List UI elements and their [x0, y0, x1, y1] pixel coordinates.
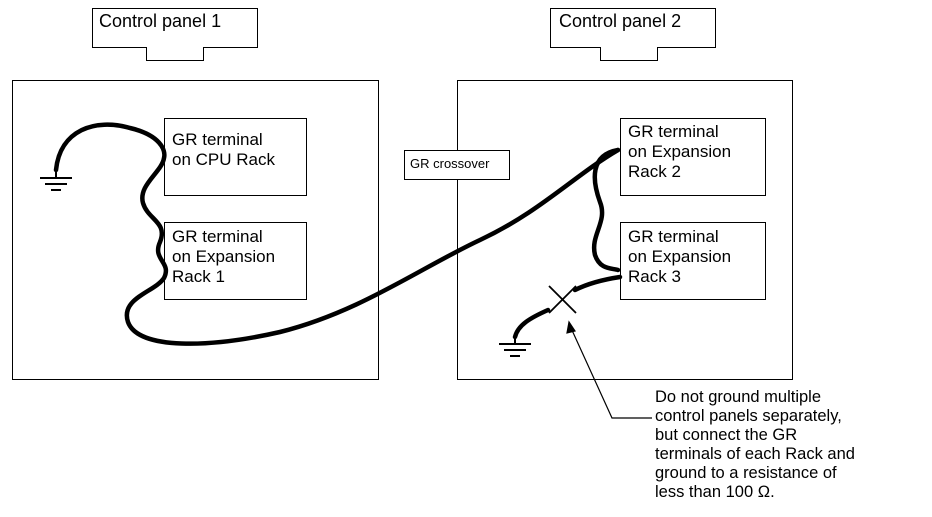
- control-panel-1-tab: [146, 47, 204, 61]
- gr-crossover-box: [404, 150, 510, 180]
- control-panel-2-label: Control panel 2: [559, 11, 682, 31]
- gr-terminal-expansion-rack-1-label: GR terminal on Expansion Rack 1: [172, 227, 276, 286]
- control-panel-1-label: Control panel 1: [99, 11, 222, 31]
- ground-icon: [499, 337, 531, 357]
- gr-terminal-expansion-rack-2-label: GR terminal on Expansion Rack 2: [628, 122, 732, 181]
- gr-terminal-expansion-rack-3: [620, 222, 766, 300]
- gr-terminal-cpu-rack-label: GR terminal on CPU Rack: [172, 130, 275, 169]
- gr-terminal-expansion-rack-2: [620, 118, 766, 196]
- warning-note: Do not ground multiple control panels se…: [655, 388, 855, 501]
- control-panel-1-title: [92, 8, 258, 48]
- note-leader-line: [566, 320, 652, 419]
- control-panel-2-title: [550, 8, 716, 48]
- separate-ground-wire: [572, 274, 623, 293]
- gr-crossover-label: GR crossover: [410, 156, 490, 171]
- gr-cable: [53, 122, 621, 346]
- ground-icon: [40, 170, 72, 191]
- cross-mark-icon: [548, 285, 577, 314]
- gr-terminal-expansion-rack-3-label: GR terminal on Expansion Rack 3: [628, 227, 732, 286]
- separate-ground-wire-lower: [512, 307, 551, 340]
- control-panel-2-tab: [600, 47, 658, 61]
- gr-terminal-cpu-rack: [164, 118, 307, 196]
- gr-cable-rack2-to-rack3: [591, 147, 621, 273]
